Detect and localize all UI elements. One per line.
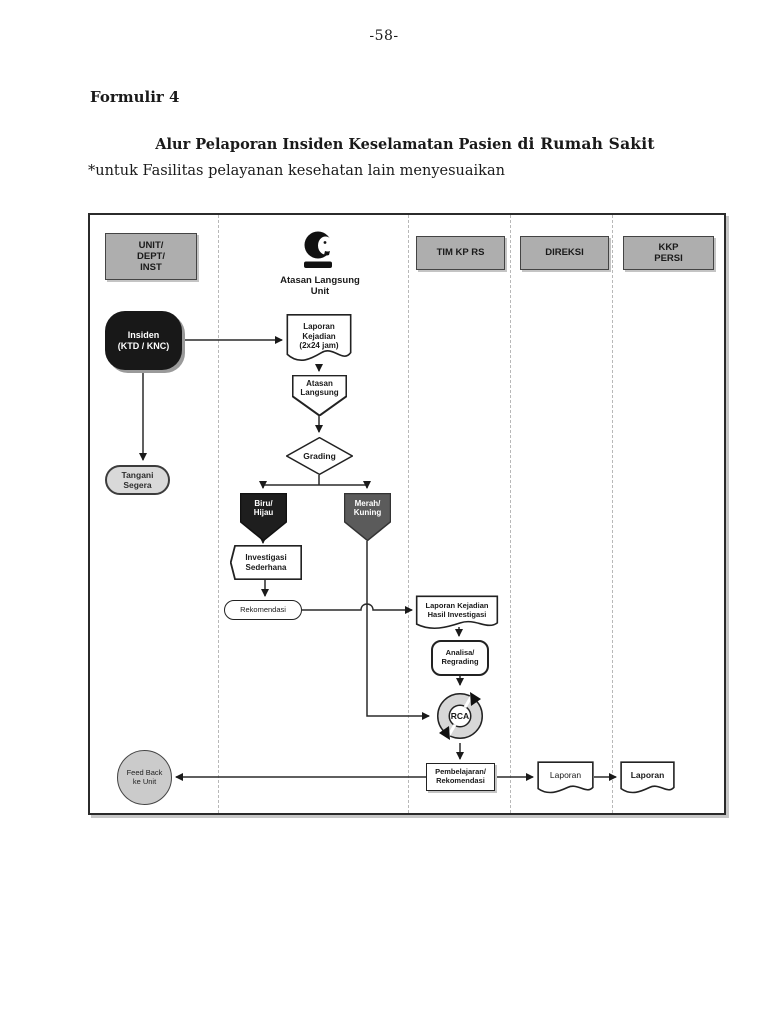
document-shape-icon <box>620 761 675 797</box>
node-grading-decision: Grading <box>286 437 353 475</box>
connector-lines <box>139 336 617 781</box>
pentagon-down-shape-icon <box>344 493 391 541</box>
lane-divider <box>510 215 511 813</box>
node-laporan-kkp: Laporan <box>620 761 675 797</box>
lane-header-direksi: DIREKSI <box>520 236 609 270</box>
point-left-shape-icon <box>230 545 302 580</box>
diamond-shape-icon <box>286 437 353 475</box>
node-merah-kuning: Merah/Kuning <box>344 493 391 541</box>
person-icon <box>304 231 335 268</box>
diagram-title-main: Alur Pelaporan Insiden Keselamatan Pasie… <box>155 136 512 153</box>
form-label: Formulir 4 <box>90 88 180 106</box>
lane-divider <box>612 215 613 813</box>
lane-divider <box>218 215 219 813</box>
lane-header-unit: UNIT/DEPT/INST <box>105 233 197 280</box>
connector-merah-rca <box>366 541 430 720</box>
lane-header-tim-kp-rs: TIM KP RS <box>416 236 505 270</box>
document-shape-icon <box>286 313 352 367</box>
node-rekomendasi: Rekomendasi <box>224 600 302 620</box>
diagram-title: Alur Pelaporan Insiden Keselamatan Pasie… <box>88 134 722 153</box>
node-insiden: Insiden(KTD / KNC) <box>105 311 182 370</box>
diagram-title-emphasis: di Rumah Sakit <box>511 134 655 153</box>
node-pembelajaran-rekomendasi: Pembelajaran/Rekomendasi <box>426 763 495 791</box>
document-shape-icon <box>537 761 594 797</box>
page-number: -58- <box>369 28 399 44</box>
node-analisa-regrading: Analisa/Regrading <box>431 640 489 676</box>
pentagon-down-shape-icon <box>292 375 347 416</box>
connector-grading-branch <box>263 475 367 486</box>
pentagon-down-shape-icon <box>240 493 287 541</box>
atasan-lane-figure <box>298 229 342 273</box>
lane-divider <box>408 215 409 813</box>
diagram-subtitle: *untuk Fasilitas pelayanan kesehatan lai… <box>88 163 505 179</box>
node-biru-hijau: Biru/Hijau <box>240 493 287 541</box>
node-rca: RCA <box>433 689 487 743</box>
rca-cycle-icon <box>437 692 483 740</box>
node-laporan-direksi: Laporan <box>537 761 594 797</box>
connector-rekomendasi-laporanhasil <box>302 603 413 614</box>
document-shape-icon <box>415 595 499 633</box>
